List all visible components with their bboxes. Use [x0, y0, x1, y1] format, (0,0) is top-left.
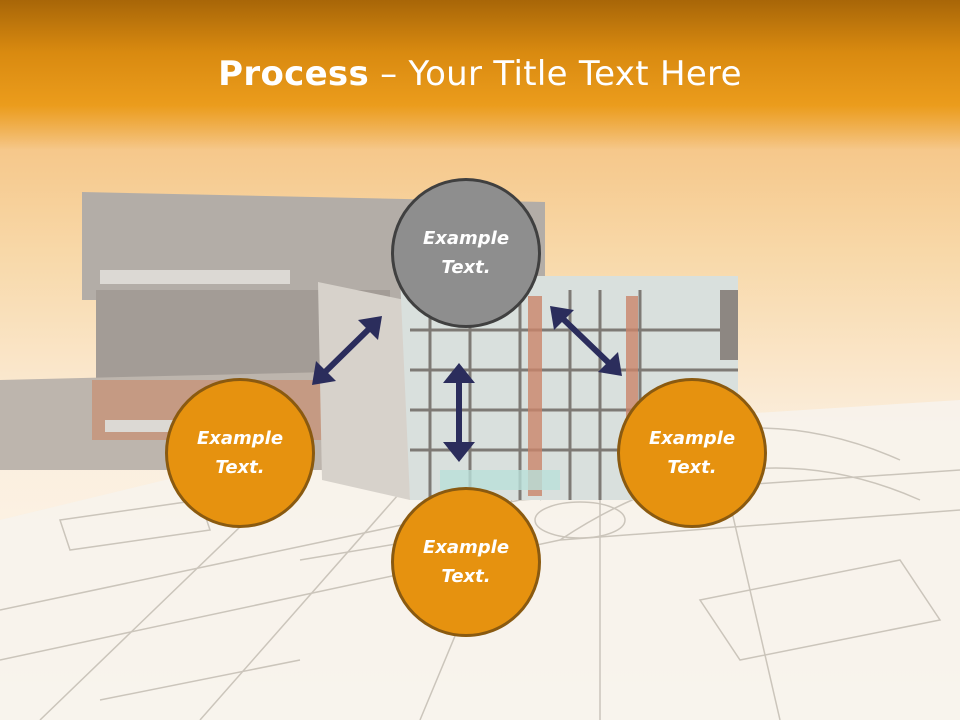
arrow-top-right-diagonal	[550, 306, 622, 376]
title-bold: Process	[218, 54, 370, 94]
process-node-top[interactable]: Example Text.	[391, 178, 541, 328]
title-bar	[0, 0, 960, 150]
process-node-right[interactable]: Example Text.	[617, 378, 767, 528]
title-rest: – Your Title Text Here	[369, 54, 742, 94]
process-node-bottom[interactable]: Example Text.	[391, 487, 541, 637]
arrow-top-left-diagonal	[312, 316, 382, 385]
process-node-top-label: Example Text.	[422, 228, 510, 278]
arrow-vertical	[443, 363, 475, 462]
process-node-bottom-label: Example Text.	[422, 537, 510, 587]
slide-title: Process – Your Title Text Here	[0, 52, 960, 96]
process-node-left[interactable]: Example Text.	[165, 378, 315, 528]
process-node-right-label: Example Text.	[648, 428, 736, 478]
process-node-left-label: Example Text.	[196, 428, 284, 478]
